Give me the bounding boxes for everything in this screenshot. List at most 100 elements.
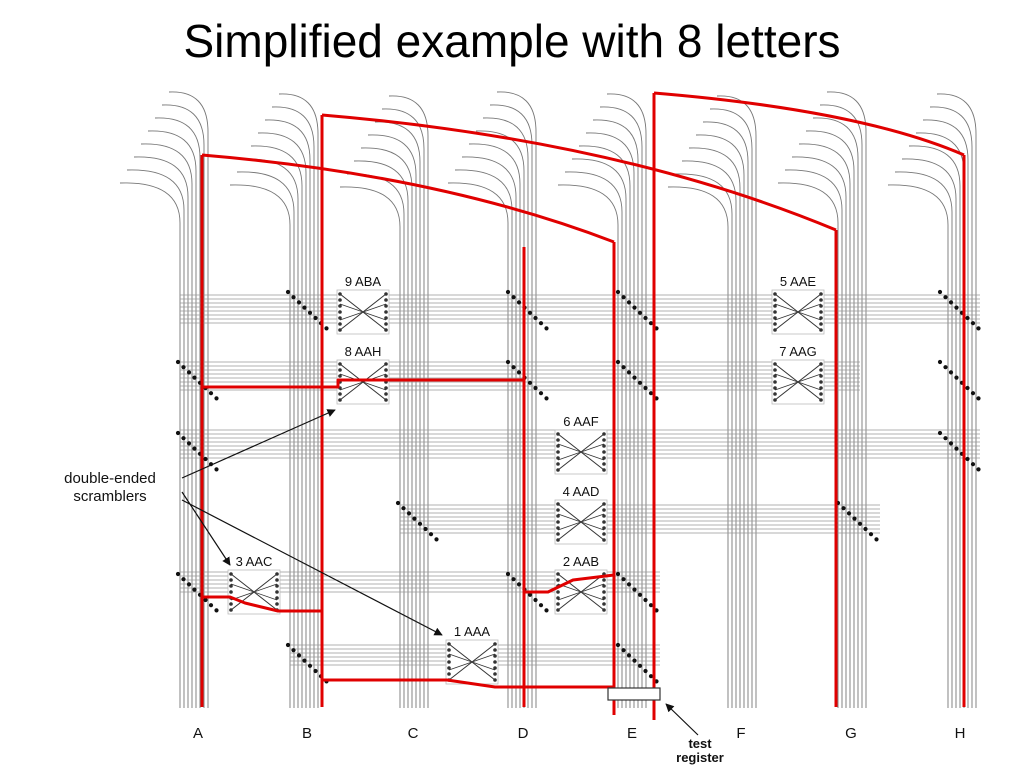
terminal-dot bbox=[544, 326, 549, 331]
scrambler-label: 1 AAA bbox=[454, 624, 490, 639]
bus-wire bbox=[278, 93, 319, 708]
terminal-dot bbox=[863, 526, 868, 532]
terminal-dot bbox=[527, 310, 533, 315]
bus-wire bbox=[791, 156, 847, 708]
terminal-dot bbox=[970, 462, 976, 467]
terminal-dot bbox=[621, 648, 626, 653]
scrambler-label: 5 AAE bbox=[780, 274, 816, 289]
bus-wire bbox=[236, 171, 295, 708]
terminal-dot bbox=[516, 300, 522, 305]
terminal-dot bbox=[643, 385, 648, 391]
terminal-dot bbox=[954, 375, 959, 380]
terminal-dot bbox=[434, 537, 439, 542]
bus-wire bbox=[388, 95, 429, 708]
bus-wire bbox=[468, 143, 521, 708]
terminal-dot bbox=[285, 642, 291, 648]
terminal-dot bbox=[516, 370, 522, 375]
bus-wire bbox=[496, 91, 537, 708]
terminal-dot bbox=[412, 516, 417, 521]
bus-wire bbox=[777, 182, 839, 708]
terminal-dot bbox=[505, 359, 511, 365]
terminal-dot bbox=[937, 430, 943, 436]
bus-wire bbox=[489, 104, 533, 708]
bus-wire bbox=[271, 106, 315, 708]
bus-wire bbox=[784, 169, 843, 708]
terminal-dot bbox=[192, 375, 197, 380]
terminal-dot bbox=[192, 587, 197, 592]
terminal-dot bbox=[615, 359, 621, 365]
terminal-dot bbox=[544, 396, 549, 401]
bus-wire bbox=[592, 119, 639, 708]
bus-wire bbox=[798, 143, 851, 708]
terminal-dot bbox=[544, 608, 549, 613]
terminal-dot bbox=[954, 305, 959, 310]
terminal-dot bbox=[965, 315, 970, 321]
terminal-dot bbox=[615, 289, 621, 295]
terminal-dot bbox=[637, 380, 643, 385]
scrambler: 8 AAH bbox=[336, 344, 390, 405]
terminal-dot bbox=[937, 359, 943, 365]
bus-wire bbox=[695, 134, 745, 708]
terminal-dot bbox=[296, 300, 302, 305]
terminal-dot bbox=[296, 653, 302, 658]
bus-wire bbox=[578, 145, 631, 708]
terminal-dot bbox=[511, 365, 516, 370]
terminal-dot bbox=[637, 592, 643, 597]
terminal-dot bbox=[615, 642, 621, 648]
terminal-dot bbox=[852, 516, 857, 521]
terminal-dot bbox=[857, 521, 863, 526]
annotation-scramblers: scramblers bbox=[73, 488, 146, 505]
bus-wire bbox=[922, 119, 969, 708]
terminal-dot bbox=[313, 668, 318, 674]
terminal-dot bbox=[186, 370, 192, 375]
bus-wire bbox=[461, 156, 517, 708]
terminal-dot bbox=[313, 315, 318, 321]
test-register-box bbox=[607, 687, 661, 701]
bus-wire bbox=[119, 182, 181, 708]
terminal-dot bbox=[186, 441, 192, 446]
bus-wire bbox=[702, 121, 749, 708]
terminal-dot bbox=[648, 391, 654, 396]
scrambler-label: 2 AAB bbox=[563, 554, 599, 569]
column-letter-a: A bbox=[193, 725, 203, 742]
terminal-dot bbox=[538, 321, 544, 326]
terminal-dot bbox=[214, 396, 219, 401]
terminal-dot bbox=[505, 571, 511, 577]
terminal-dot bbox=[285, 289, 291, 295]
terminal-dot-diagonals bbox=[175, 289, 981, 684]
terminal-dot bbox=[632, 587, 637, 592]
terminal-dot bbox=[208, 603, 214, 608]
terminal-dot bbox=[417, 521, 423, 526]
annotation-arrows bbox=[181, 409, 699, 736]
bus-wire bbox=[557, 184, 619, 708]
bus-wire bbox=[168, 91, 209, 708]
bus-wire bbox=[805, 130, 855, 708]
terminal-dot bbox=[291, 648, 296, 653]
bus-wire bbox=[353, 160, 409, 708]
terminal-dot bbox=[874, 537, 879, 542]
scrambler-label: 8 AAH bbox=[345, 344, 382, 359]
terminal-dot bbox=[175, 359, 181, 365]
terminal-dot bbox=[511, 295, 516, 300]
terminal-dot bbox=[406, 511, 412, 516]
terminal-dot bbox=[965, 385, 970, 391]
bus-wire bbox=[571, 158, 627, 708]
annotation-test: test bbox=[688, 736, 712, 751]
bus-wire bbox=[936, 93, 977, 708]
terminal-dot bbox=[505, 289, 511, 295]
terminal-dot bbox=[948, 370, 954, 375]
terminal-dot bbox=[632, 305, 637, 310]
bus-wire bbox=[140, 143, 193, 708]
terminal-dot bbox=[626, 582, 632, 587]
column-letters: A B C D E F G H bbox=[193, 725, 965, 742]
scrambler: 5 AAE bbox=[771, 274, 825, 335]
bus-wire bbox=[826, 91, 867, 708]
scrambler-label: 9 ABA bbox=[345, 274, 381, 289]
terminal-dot bbox=[948, 300, 954, 305]
annotation-double-ended: double-ended bbox=[64, 470, 156, 487]
terminal-dot bbox=[626, 370, 632, 375]
terminal-dot bbox=[192, 446, 197, 451]
terminal-dot bbox=[615, 571, 621, 577]
